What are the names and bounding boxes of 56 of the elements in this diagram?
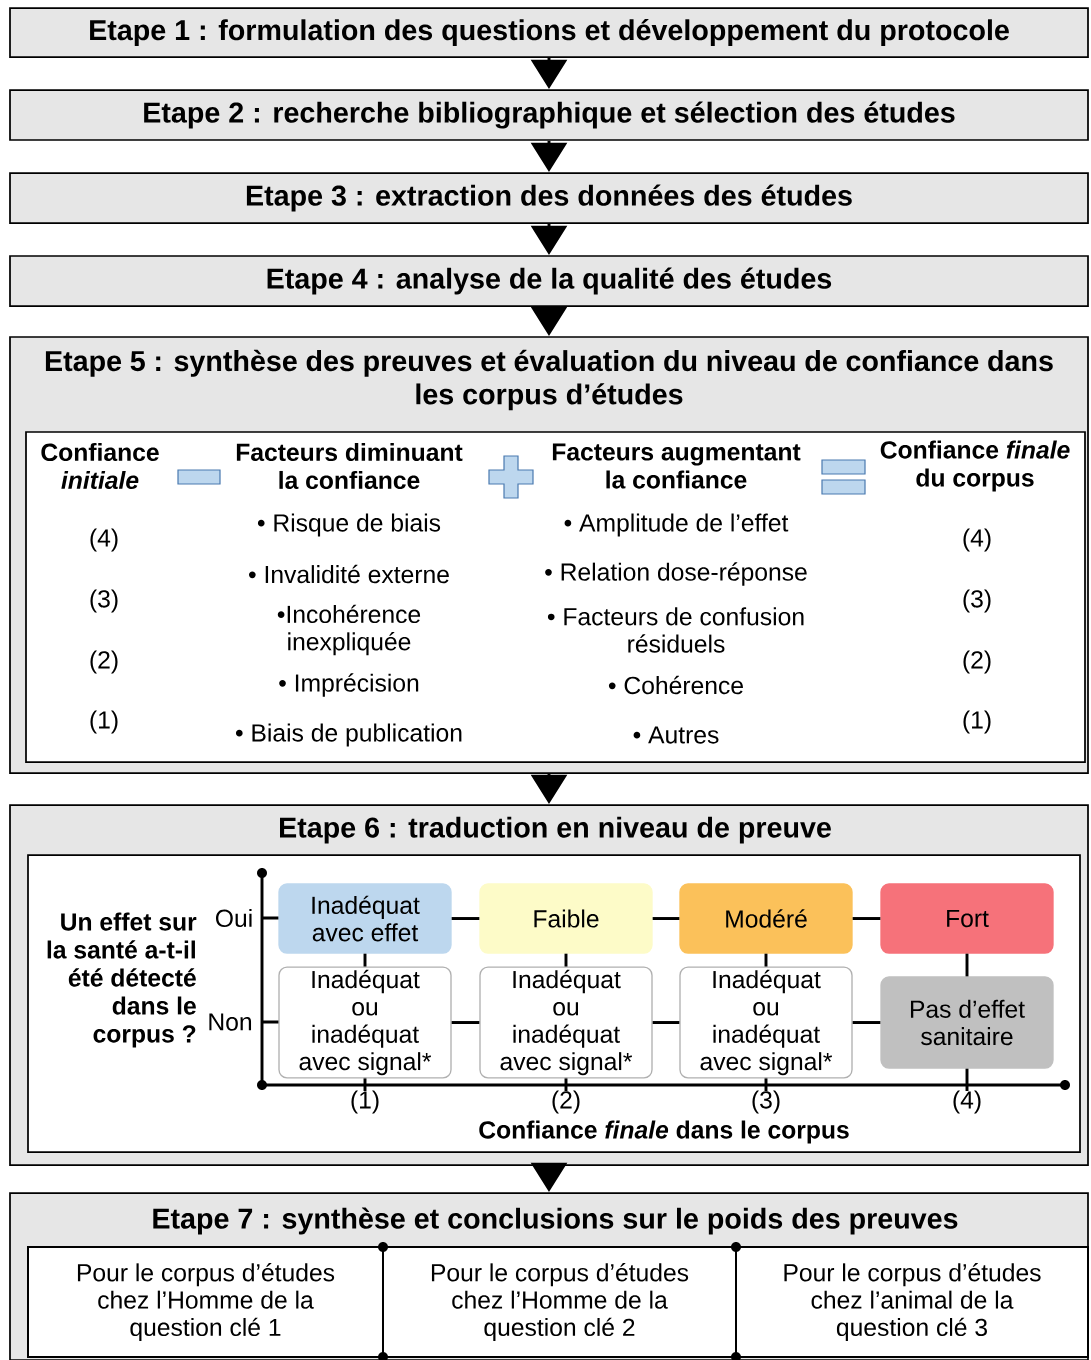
connector-line	[652, 917, 680, 920]
step-box: Etape 4 : analyse de la qualité des études	[9, 255, 1089, 307]
text-label: (1)	[90, 710, 118, 734]
connector-line	[852, 1021, 881, 1024]
text-label: • Amplitude de l’effet	[564, 513, 789, 537]
conclusion-box: Pour le corpus d’études chez l’animal de la question clé 3	[735, 1246, 1089, 1358]
connector-line	[852, 917, 881, 920]
text-label: (3)	[752, 1090, 780, 1114]
text-label: • Cohérence	[608, 675, 743, 695]
connector-line	[652, 1021, 680, 1024]
level-box: Inadéquat ou inadéquat avec signal*	[679, 966, 853, 1079]
text-label: Non	[209, 1013, 252, 1031]
column-heading: Confiance finale du corpus	[880, 440, 1070, 492]
level-box: Modéré	[679, 883, 853, 954]
step-box: Etape 3 : extraction des données des études	[9, 172, 1089, 224]
level-box: Fort	[880, 883, 1054, 954]
text-label: • Risque de biais	[257, 513, 441, 537]
text-label: • Biais de publication	[235, 723, 462, 747]
conclusion-box: Pour le corpus d’études chez l’Homme de la question clé 1	[27, 1246, 384, 1358]
conclusion-box: Pour le corpus d’études chez l’Homme de la question clé 2	[382, 1246, 737, 1358]
column-heading: Confiance finale dans le corpus	[479, 1120, 849, 1144]
text-label: • Invalidité externe	[249, 564, 449, 584]
inner-panel	[25, 431, 1086, 763]
text-label: • Imprécision	[279, 673, 419, 697]
text-label: (2)	[90, 650, 118, 674]
text-label: (1)	[963, 710, 991, 734]
step-box: Etape 1 : formulation des questions et développement du protocole	[9, 7, 1089, 58]
text-label: • Relation dose-réponse	[545, 562, 807, 586]
column-heading: Facteurs diminuant la confiance	[236, 442, 463, 490]
level-box: Faible	[479, 883, 653, 954]
connector-line	[363, 953, 367, 967]
text-label: (1)	[351, 1090, 379, 1114]
level-box: Inadéquat avec effet	[278, 883, 452, 954]
text-label: (4)	[90, 528, 118, 552]
column-heading: Facteurs augmentant la confiance	[552, 443, 801, 489]
level-box: Inadéquat ou inadéquat avec signal*	[278, 966, 452, 1079]
level-box: Inadéquat ou inadéquat avec signal*	[479, 966, 653, 1079]
connector-line	[451, 917, 480, 920]
text-label: Oui	[216, 908, 252, 928]
connector-line	[764, 953, 768, 967]
question-text: Un effet sur la santé a-t-il été détecté dans le corpus ?	[47, 912, 197, 1048]
text-label: (2)	[552, 1090, 580, 1114]
text-label: • Facteurs de confusion résiduels	[547, 607, 804, 653]
connector-line	[965, 953, 969, 977]
text-label: (3)	[90, 589, 118, 613]
step-box: Etape 2 : recherche bibliographique et sélection des études	[9, 89, 1089, 141]
column-heading: Confiance initiale	[41, 442, 159, 490]
text-label: (2)	[963, 650, 991, 674]
connector-line	[451, 1021, 480, 1024]
connector-line	[564, 953, 568, 967]
text-label: • Autres	[633, 726, 719, 744]
text-label: •Incohérence inexpliquée	[277, 604, 421, 656]
text-label: (4)	[963, 528, 991, 552]
text-label: (4)	[953, 1090, 981, 1114]
level-box: Pas d’effet sanitaire	[880, 976, 1054, 1069]
text-label: (3)	[963, 589, 991, 613]
